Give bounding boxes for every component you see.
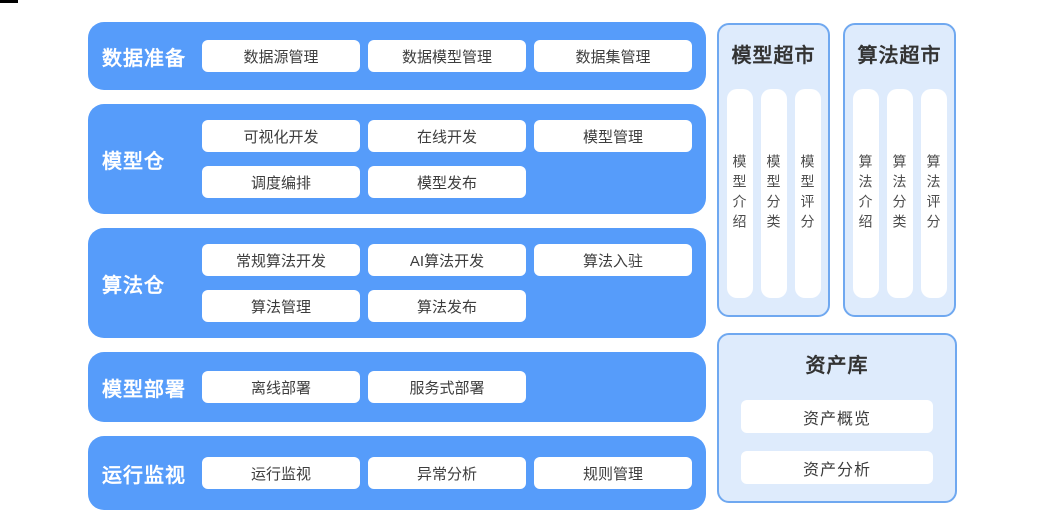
column-algorithm-classification-label: 算法分类 bbox=[891, 153, 908, 234]
chip-dataset-management: 数据集管理 bbox=[534, 40, 692, 72]
chip-model-management: 模型管理 bbox=[534, 120, 692, 152]
section-model-warehouse-items: 可视化开发 在线开发 模型管理 调度编排 模型发布 bbox=[202, 120, 692, 198]
chip-asset-analysis: 资产分析 bbox=[741, 451, 933, 484]
section-data-preparation: 数据准备 数据源管理 数据模型管理 数据集管理 bbox=[88, 22, 706, 90]
section-algorithm-warehouse-items: 常规算法开发 AI算法开发 算法入驻 算法管理 算法发布 bbox=[202, 244, 692, 322]
section-model-warehouse: 模型仓 可视化开发 在线开发 模型管理 调度编排 模型发布 bbox=[88, 104, 706, 214]
panel-algorithm-supermarket-title: 算法超市 bbox=[857, 45, 942, 67]
section-runtime-monitoring-label: 运行监视 bbox=[102, 464, 186, 487]
panel-asset-library-title: 资产库 bbox=[805, 355, 869, 377]
column-model-classification-label: 模型分类 bbox=[765, 153, 782, 234]
chip-asset-overview: 资产概览 bbox=[741, 400, 933, 433]
chip-runtime-monitoring: 运行监视 bbox=[202, 457, 360, 489]
column-model-rating: 模型评分 bbox=[794, 89, 821, 298]
chip-algorithm-onboarding: 算法入驻 bbox=[534, 244, 692, 276]
column-model-introduction: 模型介绍 bbox=[726, 89, 753, 298]
chip-anomaly-analysis: 异常分析 bbox=[368, 457, 526, 489]
panel-asset-library-items: 资产概览 资产分析 bbox=[719, 400, 955, 484]
corner-mark bbox=[0, 0, 18, 3]
chip-visual-development: 可视化开发 bbox=[202, 120, 360, 152]
panel-model-supermarket-title: 模型超市 bbox=[731, 45, 816, 67]
chip-rule-management: 规则管理 bbox=[534, 457, 692, 489]
panel-algorithm-supermarket-columns: 算法介绍 算法分类 算法评分 bbox=[845, 89, 954, 298]
section-algorithm-warehouse: 算法仓 常规算法开发 AI算法开发 算法入驻 算法管理 算法发布 bbox=[88, 228, 706, 338]
section-model-warehouse-label: 模型仓 bbox=[102, 150, 165, 173]
column-algorithm-rating: 算法评分 bbox=[920, 89, 947, 298]
section-model-deployment-label: 模型部署 bbox=[102, 378, 186, 401]
chip-model-publish: 模型发布 bbox=[368, 166, 526, 198]
panel-model-supermarket-columns: 模型介绍 模型分类 模型评分 bbox=[719, 89, 828, 298]
column-model-rating-label: 模型评分 bbox=[799, 153, 816, 234]
column-algorithm-introduction: 算法介绍 bbox=[852, 89, 879, 298]
column-algorithm-classification: 算法分类 bbox=[886, 89, 913, 298]
section-runtime-monitoring-items: 运行监视 异常分析 规则管理 bbox=[202, 457, 692, 489]
section-model-deployment-items: 离线部署 服务式部署 bbox=[202, 371, 526, 403]
left-section-stack: 数据准备 数据源管理 数据模型管理 数据集管理 模型仓 可视化开发 在线开发 模… bbox=[88, 22, 706, 510]
section-runtime-monitoring: 运行监视 运行监视 异常分析 规则管理 bbox=[88, 436, 706, 510]
chip-service-deployment: 服务式部署 bbox=[368, 371, 526, 403]
chip-algorithm-publish: 算法发布 bbox=[368, 290, 526, 322]
column-algorithm-introduction-label: 算法介绍 bbox=[857, 153, 874, 234]
chip-regular-algorithm-development: 常规算法开发 bbox=[202, 244, 360, 276]
chip-offline-deployment: 离线部署 bbox=[202, 371, 360, 403]
panel-model-supermarket: 模型超市 模型介绍 模型分类 模型评分 bbox=[717, 23, 830, 317]
chip-schedule-orchestration: 调度编排 bbox=[202, 166, 360, 198]
chip-ai-algorithm-development: AI算法开发 bbox=[368, 244, 526, 276]
section-data-preparation-label: 数据准备 bbox=[102, 47, 186, 70]
chip-data-model-management: 数据模型管理 bbox=[368, 40, 526, 72]
section-data-preparation-items: 数据源管理 数据模型管理 数据集管理 bbox=[202, 40, 692, 72]
column-model-classification: 模型分类 bbox=[760, 89, 787, 298]
chip-data-source-management: 数据源管理 bbox=[202, 40, 360, 72]
column-algorithm-rating-label: 算法评分 bbox=[925, 153, 942, 234]
section-algorithm-warehouse-label: 算法仓 bbox=[102, 274, 165, 297]
section-model-deployment: 模型部署 离线部署 服务式部署 bbox=[88, 352, 706, 422]
panel-algorithm-supermarket: 算法超市 算法介绍 算法分类 算法评分 bbox=[843, 23, 956, 317]
chip-algorithm-management: 算法管理 bbox=[202, 290, 360, 322]
column-model-introduction-label: 模型介绍 bbox=[731, 153, 748, 234]
panel-asset-library: 资产库 资产概览 资产分析 bbox=[717, 333, 957, 503]
chip-online-development: 在线开发 bbox=[368, 120, 526, 152]
